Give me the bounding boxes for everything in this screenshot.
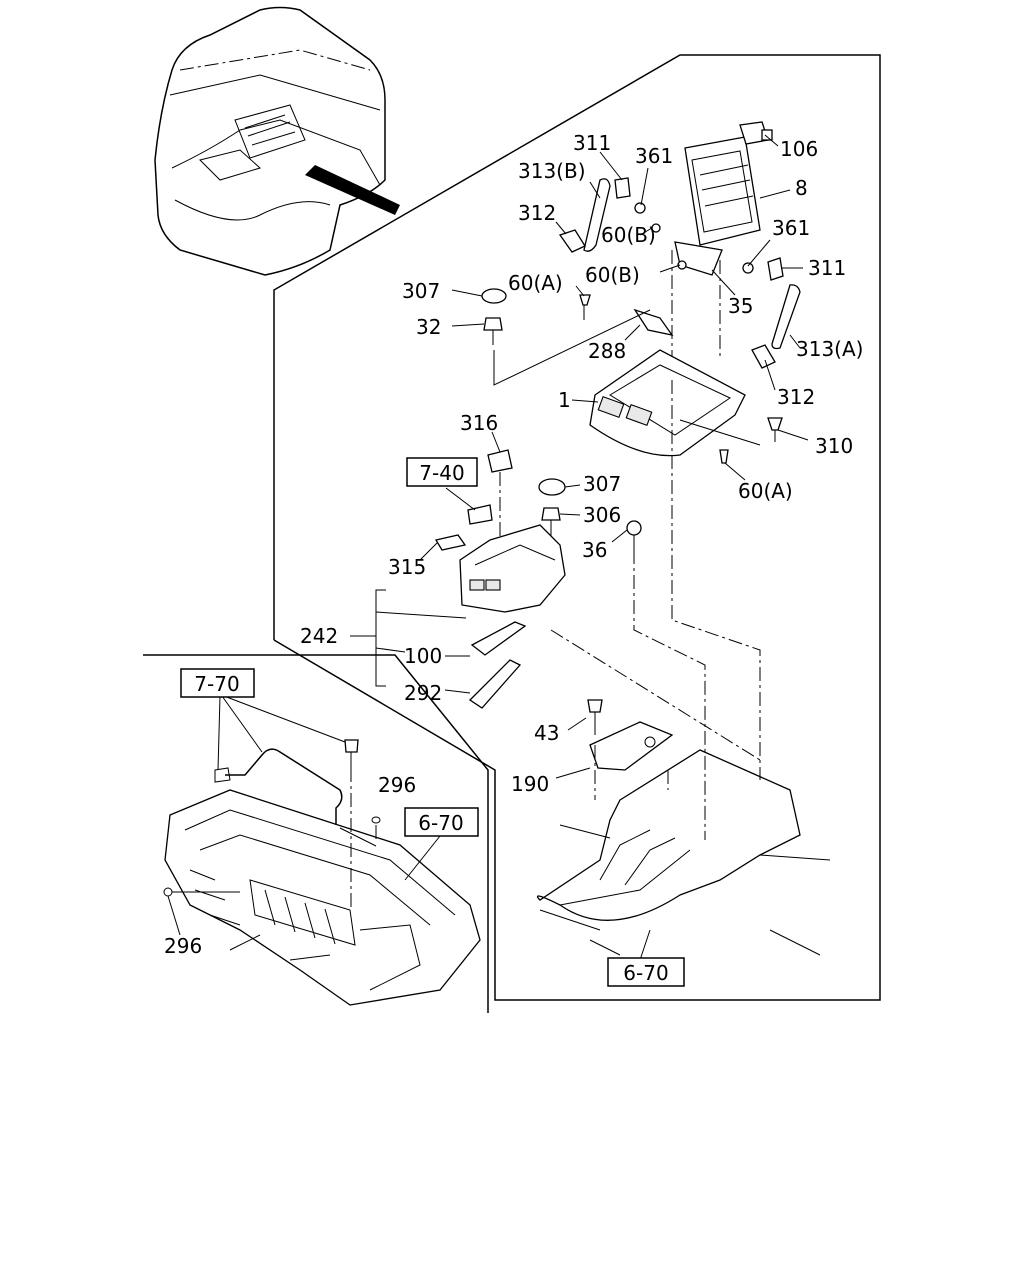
callout-8: 8 [795, 176, 808, 200]
callout-292: 292 [404, 681, 442, 705]
upper-parts [481, 121, 801, 386]
leader-lines [167, 134, 809, 961]
ref-label-7-70: 7-70 [194, 672, 239, 696]
callout-313b: 313(B) [518, 159, 586, 183]
callout-316: 316 [460, 411, 498, 435]
callout-315: 315 [388, 555, 426, 579]
callout-60a-lower: 60(A) [738, 479, 793, 503]
callout-242: 242 [300, 624, 338, 648]
overhead-console [589, 349, 783, 464]
callout-36: 36 [582, 538, 607, 562]
callout-1: 1 [558, 388, 571, 412]
callout-60b-upper: 60(B) [601, 223, 656, 247]
ref-label-6-70-left: 6-70 [418, 811, 463, 835]
reference-boxes: 7-40 7-70 6-70 6-70 [180, 457, 685, 987]
ref-box-6-70-right [607, 957, 685, 987]
callout-106: 106 [780, 137, 818, 161]
callout-312-lower: 312 [777, 385, 815, 409]
callout-310: 310 [815, 434, 853, 458]
callout-288: 288 [588, 339, 626, 363]
frame-lines [143, 54, 881, 1013]
callout-43: 43 [534, 721, 559, 745]
cab-overview [154, 6, 400, 276]
ref-box-7-70 [180, 668, 255, 698]
callout-190: 190 [511, 772, 549, 796]
ref-box-7-40 [406, 457, 478, 487]
lower-console [375, 504, 761, 761]
ref-label-7-40: 7-40 [419, 461, 464, 485]
ref-box-6-70-left [404, 807, 479, 837]
callout-labels: 106 8 311 361 313(B) 312 60(B) 361 311 6… [164, 131, 863, 958]
callout-312-upper: 312 [518, 201, 556, 225]
ref-label-6-70-right: 6-70 [623, 961, 668, 985]
callout-311-upper: 311 [573, 131, 611, 155]
callout-361-upper: 361 [635, 144, 673, 168]
dashboard-detail [163, 695, 481, 1006]
callout-296-lower: 296 [164, 934, 202, 958]
callout-32: 32 [416, 315, 441, 339]
callout-306: 306 [583, 503, 621, 527]
callout-60a-upper: 60(A) [508, 271, 563, 295]
callout-311-lower: 311 [808, 256, 846, 280]
middle-parts [487, 449, 642, 590]
callout-361-lower: 361 [772, 216, 810, 240]
callout-60b-lower: 60(B) [585, 263, 640, 287]
callout-35: 35 [728, 294, 753, 318]
callout-296-upper: 296 [378, 773, 416, 797]
callout-307-upper: 307 [402, 279, 440, 303]
callout-313a: 313(A) [796, 337, 863, 361]
callout-100: 100 [404, 644, 442, 668]
floor-tunnel [536, 380, 831, 956]
callout-307-lower: 307 [583, 472, 621, 496]
